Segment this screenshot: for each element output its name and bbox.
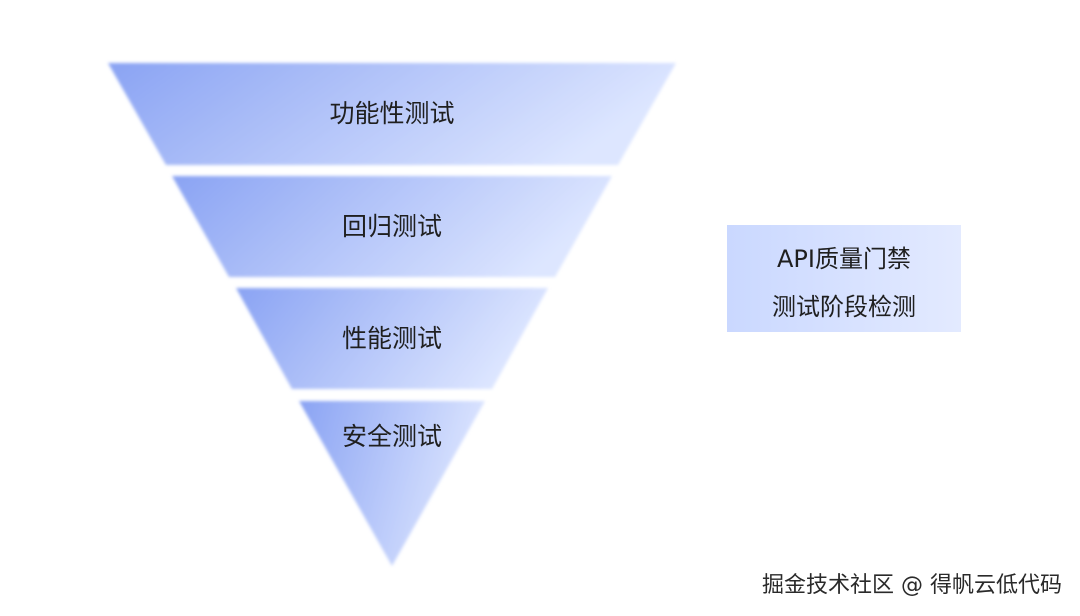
funnel-layer-label: 性能测试: [342, 324, 442, 353]
watermark-text: 掘金技术社区 @ 得帆云低代码: [762, 573, 1062, 598]
quality-gate-box: API质量门禁 测试阶段检测: [727, 225, 961, 332]
funnel-layer-shape: [236, 288, 548, 389]
funnel-layer-shape: [299, 401, 485, 566]
funnel-layer-performance: 性能测试: [236, 288, 548, 389]
funnel-layer-functional: 功能性测试: [108, 63, 676, 165]
funnel-layer-regression: 回归测试: [172, 176, 612, 277]
funnel-layer-shape: [172, 176, 612, 277]
funnel-layer-security: 安全测试: [299, 401, 485, 566]
funnel-layer-label: 功能性测试: [329, 99, 454, 128]
funnel-layer-label: 安全测试: [342, 422, 442, 451]
quality-gate-title: API质量门禁: [777, 245, 911, 273]
funnel-layer-shape: [108, 63, 676, 165]
funnel-layer-label: 回归测试: [342, 212, 442, 241]
quality-gate-subtitle: 测试阶段检测: [772, 293, 916, 321]
quality-gate-box-background: [727, 225, 961, 332]
